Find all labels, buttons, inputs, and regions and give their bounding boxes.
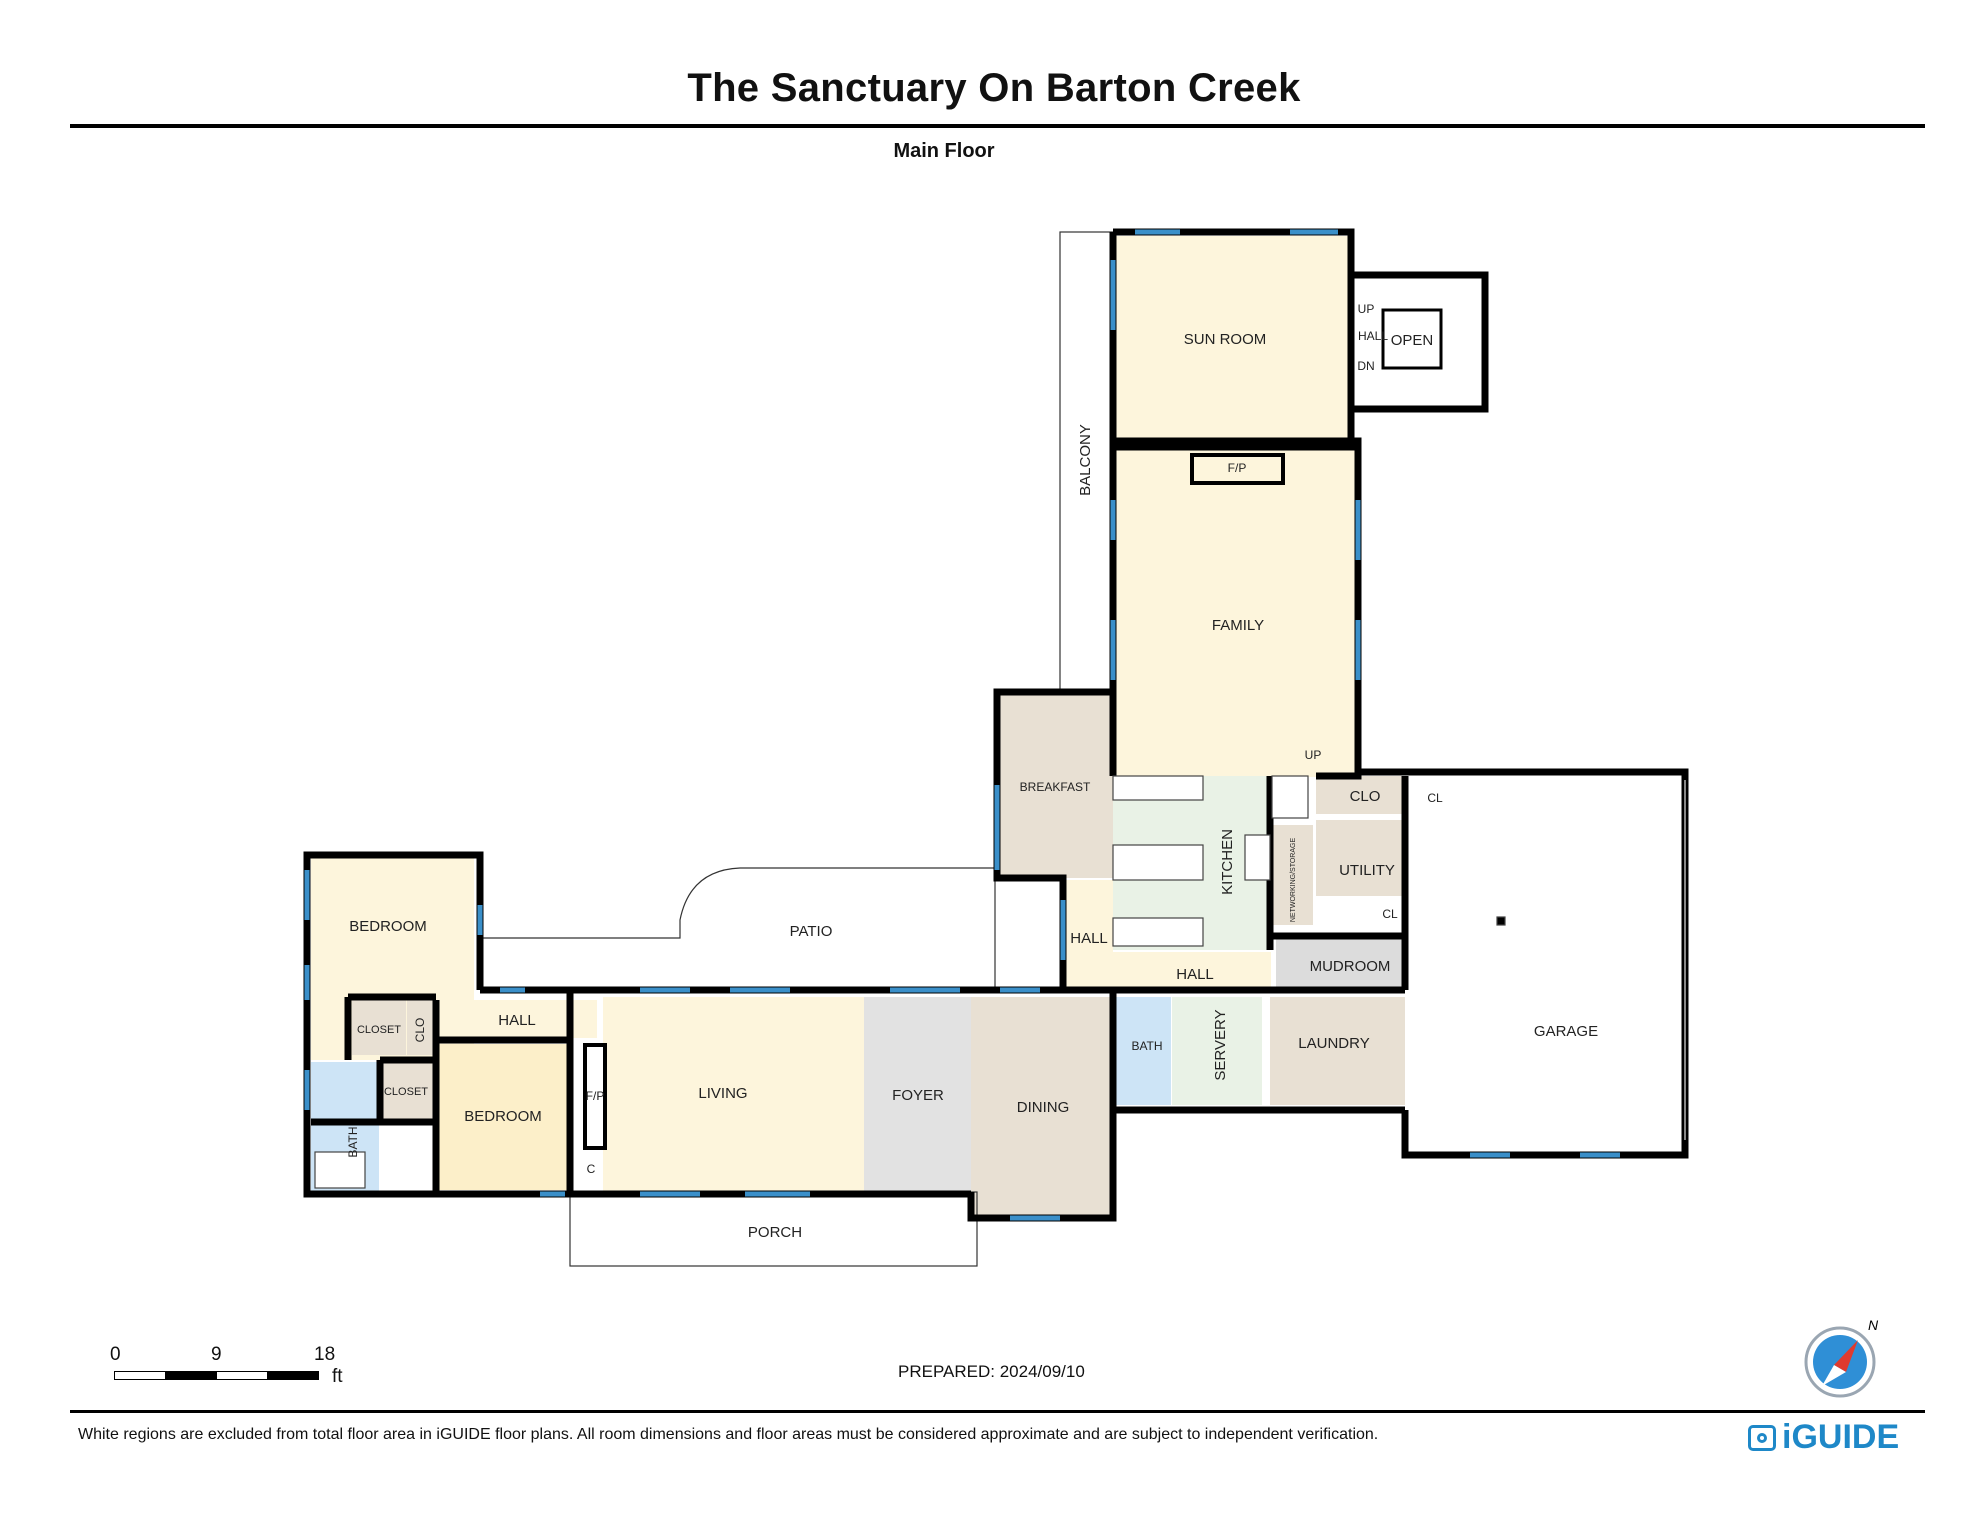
utility-walls [1270,776,1409,990]
hall-vertical-fill [1063,880,1113,990]
servery-fill [1172,997,1262,1105]
scale-segment [165,1371,217,1380]
compass-north-label: N [1868,1317,1879,1333]
sun-room-fill [1113,236,1351,441]
closet-lower-fill [380,1062,435,1120]
room-label-closet-upper: CLOSET [357,1024,401,1036]
west-wing [303,851,580,1198]
range [1244,834,1271,881]
fp-living [583,1043,607,1150]
room-label-hall-left: HALL [498,1012,536,1029]
open-shaft [1381,308,1443,370]
utility-fill [1316,820,1403,896]
kitchen-counter-top [1112,775,1204,801]
room-label-fp-living: F/P [586,1089,605,1103]
floor-label: Main Floor [893,140,995,162]
scale-mark-9: 9 [211,1344,222,1365]
room-label-clo-top: CLO [1350,788,1381,805]
networking-fill [1273,825,1313,925]
mudroom-fill [1276,936,1405,991]
laundry-fill [1270,997,1405,1105]
title-rule [70,124,1925,128]
brand-name: iGUIDE [1782,1418,1900,1456]
closet-upper-fill [352,1000,406,1055]
room-label-stair-hall: HALL [1358,329,1388,343]
room-label-foyer: FOYER [892,1087,944,1104]
kitchen-island [1112,844,1204,881]
scale-mark-18: 18 [314,1344,336,1365]
fp-family [1190,453,1285,485]
dining-fill [971,997,1113,1215]
room-label-utility: UTILITY [1339,862,1395,879]
room-label-mudroom: MUDROOM [1310,958,1391,975]
scale-segment [267,1371,319,1380]
room-label-garage: GARAGE [1534,1023,1598,1040]
scale-unit: ft [332,1366,343,1387]
room-label-bedroom-left: BEDROOM [349,918,427,935]
brand-logo: iGUIDE [1748,1418,1899,1457]
scale-segment [216,1371,268,1380]
room-label-cl-top: CL [1427,791,1443,805]
compass-icon: N [1804,1317,1879,1398]
scale-mark-0: 0 [110,1344,121,1365]
room-label-networking: NETWORKING/STORAGE [1290,838,1297,923]
room-label-hall-vertical: HALL [1070,930,1108,947]
scale-bar: 0 9 18 ft [108,1344,368,1394]
room-label-c-living: C [587,1162,596,1176]
prepared-date: PREPARED: 2024/09/10 [898,1362,1085,1381]
room-label-kitchen: KITCHEN [1219,829,1236,895]
room-label-family: FAMILY [1212,617,1264,634]
room-label-dn: DN [1357,359,1374,373]
west-interior [311,993,573,1194]
living-fill [603,997,864,1192]
scale-segment [114,1371,166,1380]
clo-left-fill [407,1000,435,1055]
family-fill [1113,447,1358,777]
foyer-fill [864,997,971,1192]
bedroom-mid-fill [438,1044,569,1190]
footer-rule [70,1410,1925,1413]
garage-wall [1358,768,1689,1159]
room-label-bedroom-mid: BEDROOM [464,1108,542,1125]
windows [304,229,1686,1221]
room-label-patio: PATIO [790,923,833,940]
room-label-living: LIVING [698,1085,747,1102]
tub-left [314,1151,366,1189]
room-label-stair-up: UP [1305,748,1322,762]
garage-post [1496,916,1506,926]
room-label-balcony: BALCONY [1077,424,1094,496]
stair-flight [1271,775,1309,819]
room-label-bath-left: BATH [346,1126,360,1157]
sunroom-divider [1116,437,1362,451]
room-label-fp-family: F/P [1228,461,1247,475]
room-label-up: UP [1358,302,1375,316]
room-label-cl-mid: CL [1382,907,1398,921]
room-label-laundry: LAUNDRY [1298,1035,1369,1052]
room-label-sun-room: SUN ROOM [1184,331,1267,348]
plan-title: The Sanctuary On Barton Creek [687,66,1301,110]
brand-camera-icon [1748,1424,1776,1451]
room-label-servery: SERVERY [1212,1009,1229,1080]
room-label-porch: PORCH [748,1224,802,1241]
hall-kitchen-fill [1113,952,1271,990]
clo-top-fill [1316,776,1407,814]
room-label-open: OPEN [1391,332,1434,349]
fixtures [314,308,1506,1189]
bath-right-fill [1113,997,1171,1105]
room-label-closet-lower: CLOSET [384,1086,428,1098]
room-label-hall-kitchen: HALL [1176,966,1214,983]
kitchen-counter-low [1112,917,1204,947]
room-label-clo-left: CLO [413,1018,427,1043]
patio-outline [480,867,996,990]
breakfast-fill [997,692,1113,878]
disclaimer-text: White regions are excluded from total fl… [78,1426,1379,1443]
room-labels: SUN ROOM HALL OPEN UP DN BALCONY F/P FAM… [346,302,1598,1241]
stair-box [1354,271,1489,413]
room-label-dining: DINING [1017,1099,1070,1116]
room-label-bath-right: BATH [1131,1039,1162,1053]
room-fills [311,236,1407,1215]
room-label-breakfast: BREAKFAST [1020,780,1091,794]
